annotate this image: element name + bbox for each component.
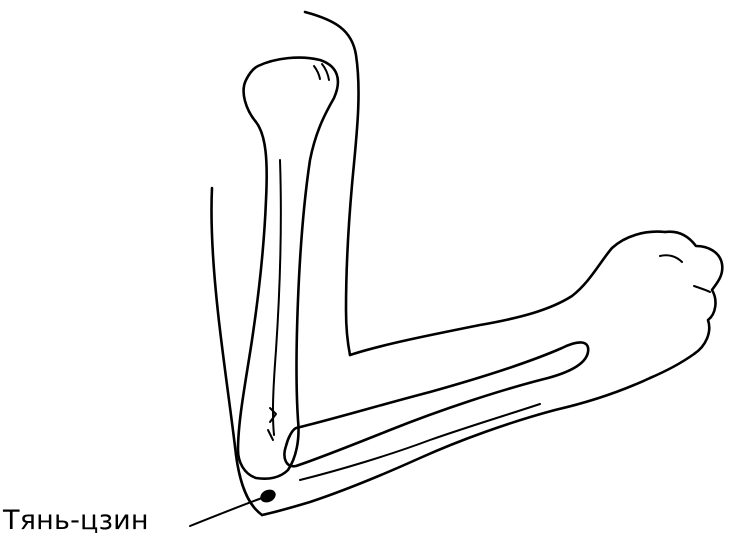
finger-mark-2 <box>694 286 710 292</box>
upper-arm-back-contour <box>211 188 262 515</box>
acupoint-marker <box>258 487 278 505</box>
upper-arm-outer-contour <box>305 12 359 355</box>
acupoint-leader-line <box>190 498 262 526</box>
humerus-bone <box>238 58 338 479</box>
fist <box>650 232 722 378</box>
forearm-upper-contour <box>350 232 665 355</box>
finger-mark-1 <box>660 255 682 262</box>
elbow-mark-2 <box>268 430 273 440</box>
forearm-lower-contour <box>262 378 650 515</box>
humerus-head-mark-2 <box>322 64 329 80</box>
humerus-head-mark-1 <box>314 66 320 79</box>
acupoint-label: Тянь-цзин <box>3 505 149 536</box>
humerus-shaft-line <box>273 160 281 435</box>
forearm-bone <box>284 342 588 466</box>
forearm-inner-line <box>300 404 540 480</box>
